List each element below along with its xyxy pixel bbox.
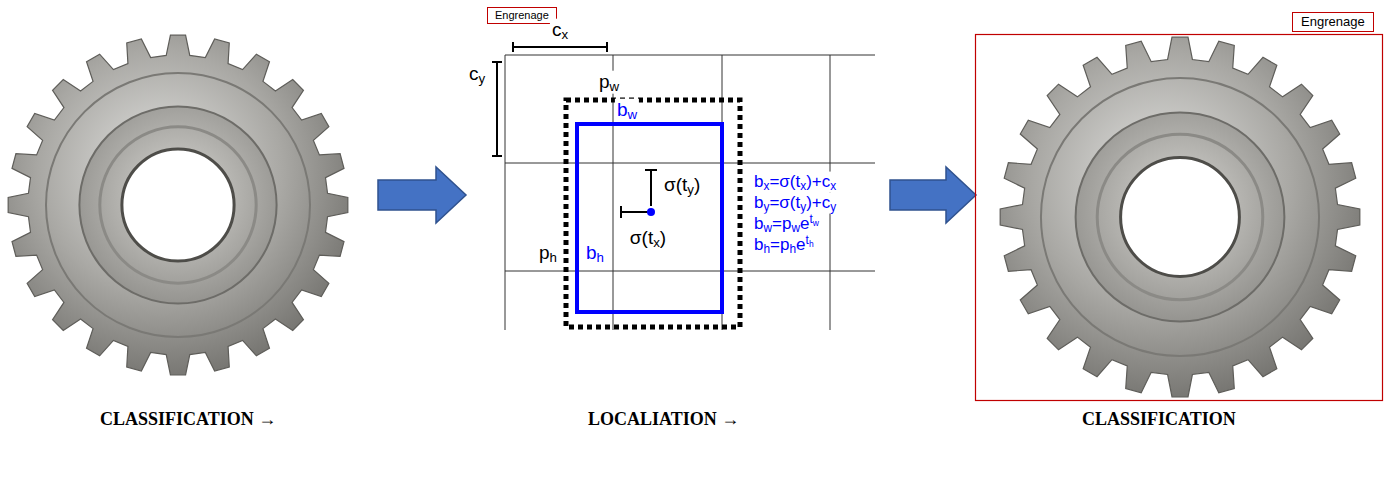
center-dot — [647, 208, 655, 216]
offset-y-marker — [645, 170, 657, 206]
gear-ring — [46, 73, 310, 337]
step-caption: CLASSIFICATION → — [100, 409, 276, 430]
block-arrow — [378, 167, 466, 223]
step-caption: CLASSIFICATION — [1082, 409, 1236, 430]
class-label: Engrenage — [495, 9, 549, 22]
grid — [505, 55, 875, 330]
cx-bracket — [513, 42, 607, 52]
grid-line — [505, 55, 875, 56]
detection-box — [976, 35, 1383, 401]
gear-illustration — [8, 35, 1360, 397]
gear — [1000, 37, 1360, 397]
gear-hub-ring — [1097, 134, 1263, 300]
cy-bracket — [492, 62, 502, 156]
box-width-label: bw — [615, 99, 639, 122]
prior-height-label: ph — [537, 242, 559, 265]
gear-teeth — [8, 35, 348, 375]
grid-line — [505, 55, 506, 330]
gear-hub-ring — [100, 127, 256, 283]
grid-line — [505, 163, 875, 164]
class-label: Engrenage — [1301, 14, 1365, 30]
offset-x-marker — [621, 206, 648, 218]
formula: by=σ(ty)+cy — [752, 193, 838, 214]
grid-line — [613, 55, 614, 330]
box-height-label: bh — [584, 242, 606, 265]
dimension-label: cy — [467, 63, 487, 86]
step-caption: LOCALIATION → — [588, 409, 739, 430]
class-label-box: Engrenage — [1292, 12, 1374, 32]
offset-label: σ(tx) — [628, 227, 668, 250]
gear-hub — [79, 106, 276, 303]
formula: bx=σ(tx)+cx — [752, 172, 838, 193]
formula: bw=pwetw — [752, 214, 821, 235]
class-label-box: Engrenage — [487, 7, 557, 24]
offset-label: σ(ty) — [662, 174, 702, 197]
block-arrow — [890, 167, 976, 223]
dimension-label: cx — [550, 19, 570, 42]
formula: bh=pheth — [752, 235, 816, 256]
gear-ring — [1041, 78, 1319, 356]
gear-bore — [122, 149, 234, 261]
prior-box — [566, 100, 740, 327]
gear-teeth — [1000, 37, 1360, 397]
gear-bore — [1121, 158, 1240, 277]
predicted-box — [577, 124, 722, 312]
prior-width-label: pw — [597, 71, 621, 94]
grid-line — [505, 271, 875, 272]
gear-hub — [1076, 113, 1285, 322]
gear — [8, 35, 348, 375]
